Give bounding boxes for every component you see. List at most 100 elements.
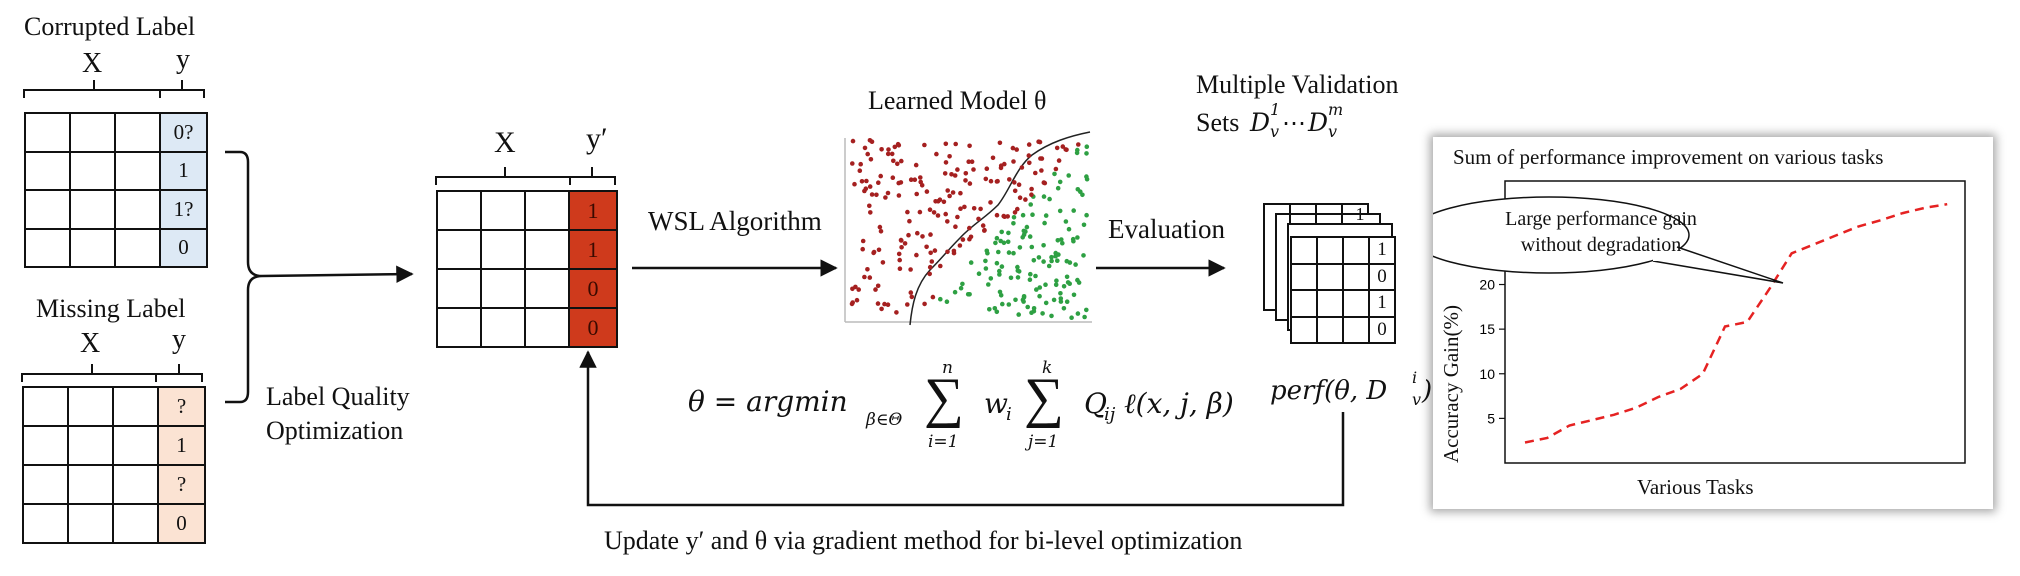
- scatter-point: [976, 216, 981, 222]
- scatter-point: [859, 179, 865, 184]
- scatter-point: [1027, 234, 1033, 239]
- scatter-point: [929, 259, 935, 264]
- scatter-point: [999, 264, 1005, 269]
- validation-front-table: 1 0 1 0: [1290, 236, 1396, 344]
- scatter-point: [958, 206, 963, 211]
- scatter-point: [898, 237, 904, 243]
- scatter-point: [858, 161, 863, 167]
- scatter-point: [984, 248, 990, 254]
- merged-label-cell: 0: [568, 268, 618, 309]
- validation-back-label: 1: [1355, 204, 1365, 224]
- scatter-point: [902, 241, 908, 246]
- validation-label-cell: 1: [1368, 236, 1396, 265]
- scatter-point: [908, 290, 914, 295]
- perf-sup: i: [1412, 368, 1418, 387]
- scatter-point: [1029, 310, 1034, 316]
- scatter-point: [1041, 180, 1047, 185]
- validation-dots: ⋯: [1282, 111, 1306, 137]
- scatter-point: [1020, 212, 1026, 218]
- scatter-point: [1051, 297, 1057, 303]
- perf-sub: v: [1412, 390, 1422, 409]
- scatter-point: [950, 190, 956, 195]
- scatter-point: [968, 260, 974, 265]
- scatter-point: [983, 266, 989, 271]
- scatter-point: [996, 249, 1001, 255]
- scatter-point: [909, 294, 915, 300]
- validation-label-cell: 1: [1368, 289, 1396, 318]
- validation-supm: m: [1328, 100, 1344, 119]
- scatter-point: [914, 252, 919, 258]
- scatter-point: [1029, 244, 1035, 250]
- scatter-point: [1084, 174, 1089, 179]
- scatter-point: [967, 143, 972, 149]
- scatter-point: [1023, 229, 1028, 234]
- scatter-point: [1000, 301, 1005, 307]
- scatter-point: [967, 225, 972, 231]
- y-tick-label: 5: [1487, 410, 1495, 426]
- scatter-point: [1060, 144, 1066, 149]
- scatter-point: [886, 147, 891, 152]
- sigma-2-icon: ∑: [1024, 367, 1064, 429]
- scatter-point: [1015, 264, 1020, 270]
- eq-loss: ℓ(x, j, β): [1124, 387, 1234, 420]
- scatter-point: [943, 160, 949, 165]
- y-tick-label: 20: [1479, 277, 1495, 293]
- scatter-point: [1029, 192, 1034, 197]
- corrupted-y-brace: [159, 80, 205, 98]
- scatter-point: [1082, 314, 1087, 320]
- scatter-point: [1056, 158, 1062, 163]
- scatter-point: [942, 171, 948, 176]
- scatter-point: [917, 209, 923, 215]
- validation-sup1: 1: [1270, 100, 1281, 119]
- missing-table: ? 1 ? 0: [22, 386, 206, 544]
- scatter-point: [994, 260, 1000, 266]
- validation-label-cell: 0: [1368, 315, 1396, 344]
- scatter-point: [1043, 213, 1049, 218]
- scatter-point: [1006, 230, 1011, 236]
- scatter-point: [928, 250, 933, 256]
- scatter-point: [1053, 282, 1059, 288]
- scatter-point: [1064, 274, 1070, 280]
- scatter-point: [876, 180, 881, 185]
- scatter-point: [878, 173, 883, 179]
- validation-sub1: v: [1270, 122, 1280, 141]
- scatter-point: [885, 190, 891, 196]
- scatter-point: [960, 237, 966, 242]
- corrupted-title: Corrupted Label: [24, 12, 196, 41]
- scatter-point: [927, 271, 932, 277]
- scatter-point: [1076, 142, 1081, 147]
- eq-lhs: θ = argmin: [688, 385, 848, 418]
- scatter-point: [1036, 139, 1041, 144]
- scatter-point: [852, 181, 857, 187]
- scatter-point: [994, 309, 1000, 315]
- objective-equation: θ = argmin β∈Θ n ∑ i=1 w i k ∑ j=1 Q ij …: [688, 360, 1234, 466]
- scatter-point: [1069, 315, 1074, 321]
- sigma-1-icon: ∑: [924, 367, 964, 429]
- eq-q: Q: [1084, 387, 1107, 420]
- scatter-point: [1027, 277, 1033, 283]
- scatter-point: [976, 271, 982, 277]
- eq-q-sub: ij: [1104, 404, 1116, 425]
- scatter-point: [1019, 165, 1025, 170]
- scatter-point: [908, 177, 914, 182]
- scatter-point: [994, 235, 1000, 241]
- merged-label-cell: 0: [568, 307, 618, 348]
- wsl-label: WSL Algorithm: [648, 206, 822, 236]
- scatter-point: [1015, 275, 1021, 280]
- scatter-point: [875, 301, 881, 306]
- scatter-point: [1061, 284, 1067, 289]
- scatter-point: [951, 248, 957, 254]
- evaluation-label: Evaluation: [1108, 214, 1225, 244]
- eq-sum2-bottom: j=1: [1028, 432, 1059, 452]
- scatter-point: [927, 264, 933, 270]
- scatter-point: [1002, 161, 1007, 167]
- scatter-point: [1059, 237, 1064, 242]
- callout-line1: Large performance gain: [1505, 208, 1697, 230]
- scatter-point: [1005, 239, 1011, 245]
- scatter-point: [995, 178, 1000, 184]
- scatter-point: [868, 157, 874, 162]
- scatter-point: [1026, 153, 1032, 158]
- scatter-point: [945, 249, 950, 255]
- learned-model-scatter: [844, 131, 1092, 326]
- scatter-point: [1014, 147, 1019, 152]
